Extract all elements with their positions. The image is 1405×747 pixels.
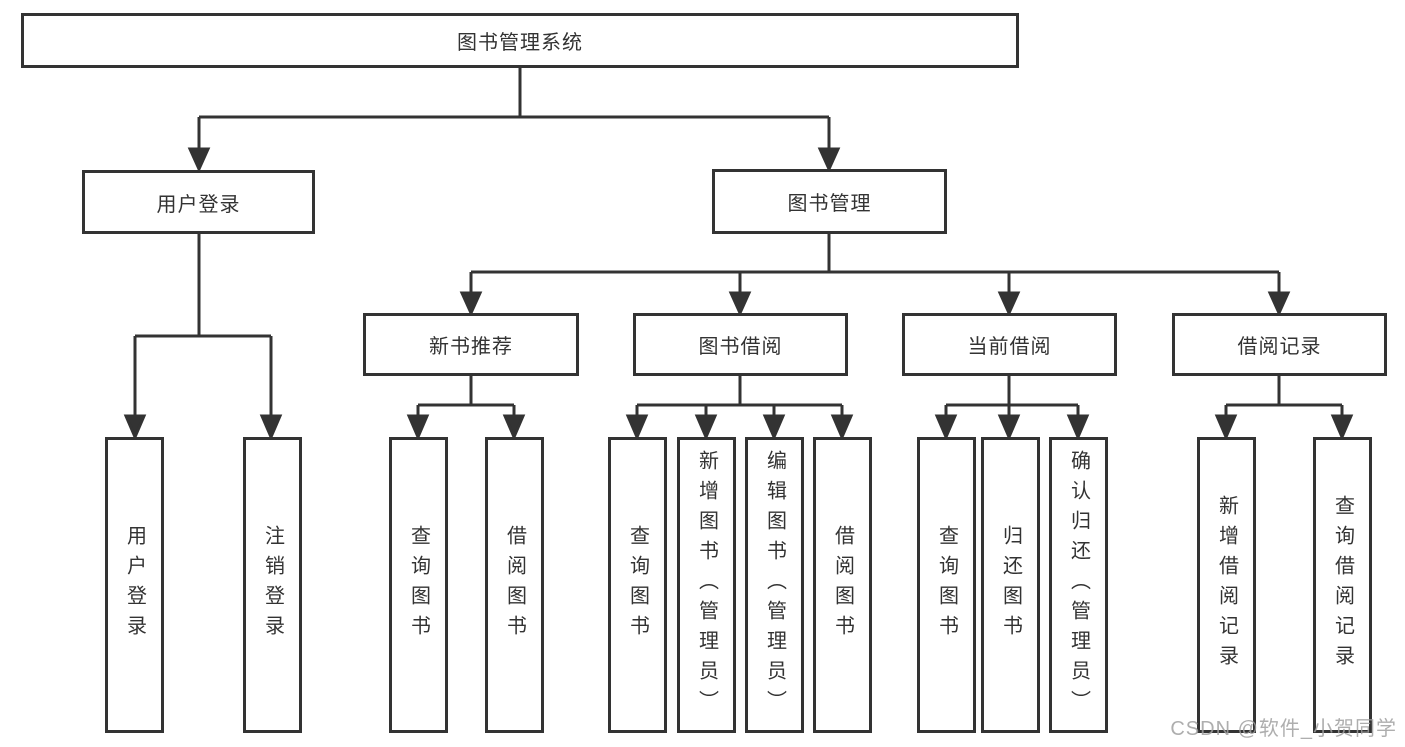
- leaf-edit-books-admin-label: 编辑图书（管理员）: [763, 450, 786, 720]
- leaf-add-books-admin: 新增图书（管理员）: [677, 437, 736, 733]
- leaf-confirm-return-admin-label: 确认归还（管理员）: [1067, 450, 1090, 720]
- connector-borrow-records-to-leaves: [1214, 376, 1354, 441]
- leaf-user-login-label: 用户登录: [123, 525, 146, 645]
- leaf-return-books-label: 归还图书: [999, 525, 1022, 645]
- leaf-query-books-recommend: 查询图书: [389, 437, 448, 733]
- leaf-query-books-borrow: 查询图书: [608, 437, 667, 733]
- csdn-watermark: CSDN @软件_小贺同学: [1170, 718, 1397, 740]
- node-book-management: 图书管理: [712, 169, 947, 234]
- node-new-book-recommend-label: 新书推荐: [429, 336, 513, 358]
- leaf-edit-books-admin: 编辑图书（管理员）: [745, 437, 804, 733]
- connector-current-borrow-to-leaves: [934, 376, 1090, 441]
- connector-root-to-level2: [187, 68, 841, 173]
- node-user-login: 用户登录: [82, 170, 315, 234]
- connector-book-mgmt-to-level3: [459, 234, 1291, 317]
- node-borrow-records: 借阅记录: [1172, 313, 1387, 376]
- node-new-book-recommend: 新书推荐: [363, 313, 579, 376]
- connector-user-login-to-leaves: [123, 234, 283, 441]
- node-book-borrow: 图书借阅: [633, 313, 848, 376]
- leaf-borrow-books: 借阅图书: [813, 437, 872, 733]
- leaf-return-books: 归还图书: [981, 437, 1040, 733]
- leaf-add-borrow-record: 新增借阅记录: [1197, 437, 1256, 733]
- node-book-management-label: 图书管理: [787, 193, 872, 215]
- node-root-label: 图书管理系统: [457, 32, 583, 54]
- leaf-add-borrow-record-label: 新增借阅记录: [1215, 495, 1238, 675]
- leaf-query-borrow-record-label: 查询借阅记录: [1331, 495, 1354, 675]
- node-current-borrow-label: 当前借阅: [967, 336, 1052, 358]
- leaf-user-login: 用户登录: [105, 437, 164, 733]
- leaf-borrow-books-label: 借阅图书: [831, 525, 854, 645]
- leaf-query-books-borrow-label: 查询图书: [626, 525, 649, 645]
- node-borrow-records-label: 借阅记录: [1237, 336, 1322, 358]
- leaf-query-books-current-label: 查询图书: [935, 525, 958, 645]
- leaf-query-books-current: 查询图书: [917, 437, 976, 733]
- leaf-logout: 注销登录: [243, 437, 302, 733]
- leaf-confirm-return-admin: 确认归还（管理员）: [1049, 437, 1108, 733]
- leaf-borrow-books-recommend-label: 借阅图书: [503, 525, 526, 645]
- node-book-borrow-label: 图书借阅: [698, 336, 783, 358]
- leaf-borrow-books-recommend: 借阅图书: [485, 437, 544, 733]
- leaf-query-books-recommend-label: 查询图书: [407, 525, 430, 645]
- leaf-add-books-admin-label: 新增图书（管理员）: [695, 450, 718, 720]
- connector-book-borrow-to-leaves: [625, 376, 854, 441]
- node-root: 图书管理系统: [21, 13, 1019, 68]
- leaf-query-borrow-record: 查询借阅记录: [1313, 437, 1372, 733]
- leaf-logout-label: 注销登录: [261, 525, 284, 645]
- connector-new-books-to-leaves: [406, 376, 526, 441]
- node-current-borrow: 当前借阅: [902, 313, 1117, 376]
- node-user-login-label: 用户登录: [156, 193, 241, 216]
